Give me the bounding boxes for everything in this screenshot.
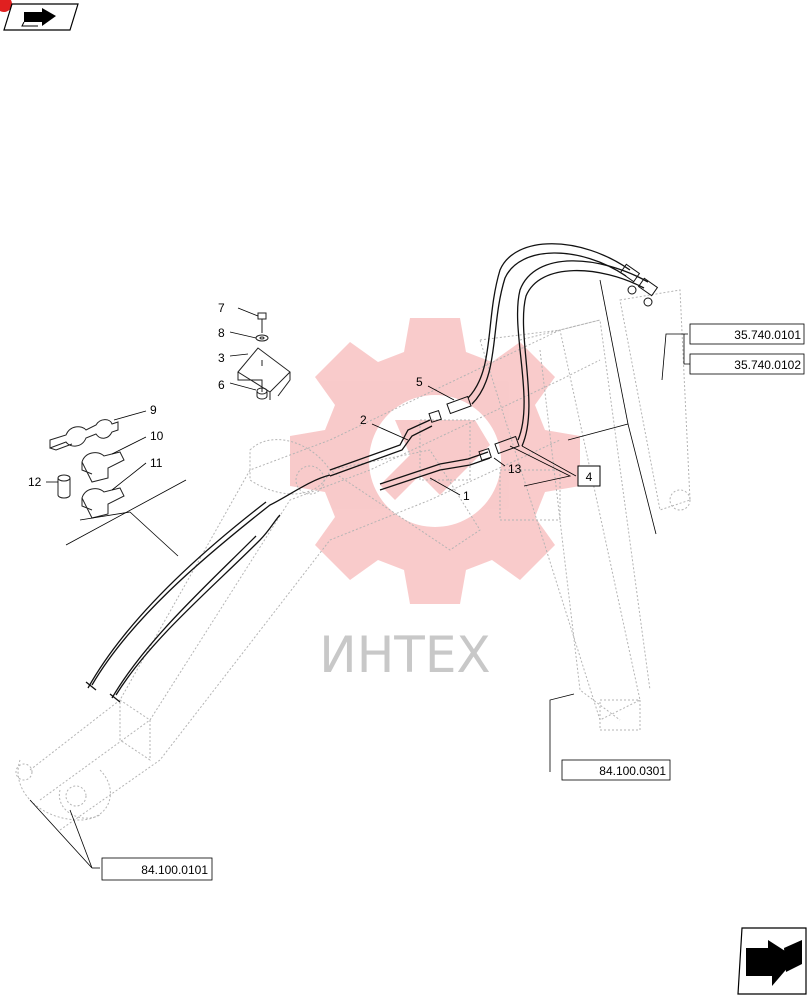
reference-link-84-100-0101[interactable]: 84.100.0101 xyxy=(101,857,213,881)
gear-watermark-icon xyxy=(290,318,580,604)
callout-11: 11 xyxy=(150,456,163,470)
nut-part-icon xyxy=(256,387,268,400)
boom-outline xyxy=(15,289,691,831)
leader-lines xyxy=(29,279,690,869)
callout-7: 7 xyxy=(218,301,225,315)
callout-4: 4 xyxy=(586,470,593,484)
callout-8: 8 xyxy=(218,326,225,340)
reference-label: 84.100.0101 xyxy=(141,863,208,877)
callout-1: 1 xyxy=(463,489,470,503)
reference-label: 84.100.0301 xyxy=(599,764,666,778)
reference-link-35-740-0102[interactable]: 35.740.0102 xyxy=(689,353,805,375)
small-parts xyxy=(49,312,291,557)
callout-6: 6 xyxy=(218,378,225,392)
callout-3: 3 xyxy=(218,351,225,365)
washer-part-icon xyxy=(255,334,269,342)
spacer-part-icon xyxy=(57,474,71,499)
clamp-half-part-icon-2 xyxy=(81,487,125,519)
callout-numbers: 7 8 3 6 9 10 11 12 2 5 1 13 4 xyxy=(28,301,601,503)
hydraulic-hoses xyxy=(85,243,659,703)
reference-link-35-740-0101[interactable]: 35.740.0101 xyxy=(689,323,805,345)
bolt-part-icon xyxy=(257,312,267,333)
next-page-arrow-icon[interactable] xyxy=(737,927,807,995)
reference-link-84-100-0301[interactable]: 84.100.0301 xyxy=(561,759,671,781)
callout-4-box xyxy=(577,465,601,487)
callout-9: 9 xyxy=(150,403,157,417)
callout-2: 2 xyxy=(360,413,367,427)
reference-label: 35.740.0101 xyxy=(734,328,801,342)
reference-label: 35.740.0102 xyxy=(734,358,801,372)
bracket-part-icon xyxy=(237,347,291,400)
callout-12: 12 xyxy=(28,475,42,489)
clamp-half-part-icon xyxy=(81,451,125,483)
previous-page-arrow-icon[interactable] xyxy=(0,0,79,31)
watermark-text: ИНТЕХ xyxy=(319,626,490,684)
watermark: ИНТЕХ xyxy=(290,318,580,684)
callout-10: 10 xyxy=(150,429,164,443)
reference-boxes: 35.740.0101 35.740.0102 84.100.0301 84.1… xyxy=(101,323,805,881)
clamp-part-icon xyxy=(49,419,119,451)
callout-13: 13 xyxy=(508,462,522,476)
callout-5: 5 xyxy=(416,375,423,389)
